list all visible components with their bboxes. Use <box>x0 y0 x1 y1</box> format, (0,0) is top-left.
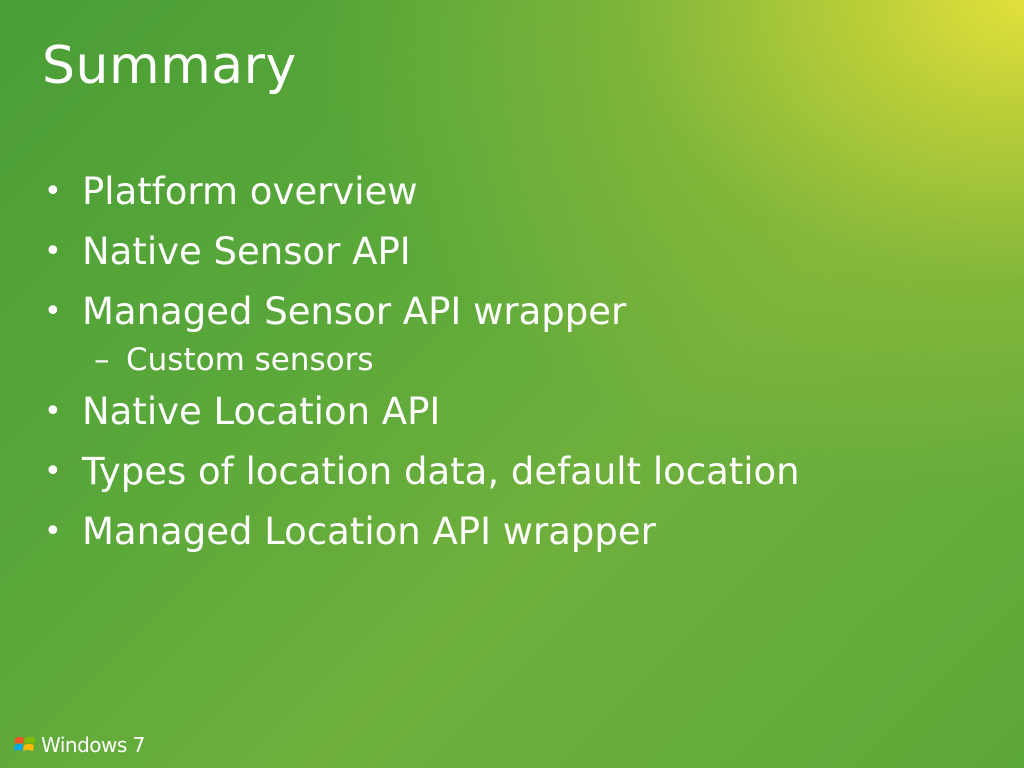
windows-flag-icon <box>14 737 35 751</box>
bullet-text: Native Sensor API <box>82 230 411 273</box>
bullet-text: Managed Location API wrapper <box>82 510 656 553</box>
sub-bullet-item: – Custom sensors <box>44 336 800 384</box>
bullet-item: • Managed Location API wrapper <box>44 502 800 562</box>
bullet-marker: • <box>44 454 62 489</box>
sub-bullet-text: Custom sensors <box>126 342 374 378</box>
bullet-marker: • <box>44 394 62 429</box>
bullet-item: • Native Location API <box>44 382 800 442</box>
bullet-item: • Native Sensor API <box>44 222 800 282</box>
bullet-text: Types of location data, default location <box>82 450 800 493</box>
sub-bullet-marker: – <box>94 342 110 378</box>
bullet-marker: • <box>44 234 62 269</box>
windows-7-logo-text: Windows 7 <box>41 733 145 757</box>
bullet-marker: • <box>44 514 62 549</box>
bullet-marker: • <box>44 294 62 329</box>
bullet-marker: • <box>44 174 62 209</box>
windows-7-logo: Windows 7 <box>14 732 145 758</box>
bullet-item: • Managed Sensor API wrapper <box>44 282 800 342</box>
bullet-text: Platform overview <box>82 170 418 213</box>
slide-title: Summary <box>42 36 297 96</box>
bullet-list: • Platform overview • Native Sensor API … <box>44 162 800 562</box>
bullet-item: • Platform overview <box>44 162 800 222</box>
bullet-item: • Types of location data, default locati… <box>44 442 800 502</box>
bullet-text: Native Location API <box>82 390 441 433</box>
bullet-text: Managed Sensor API wrapper <box>82 290 627 333</box>
